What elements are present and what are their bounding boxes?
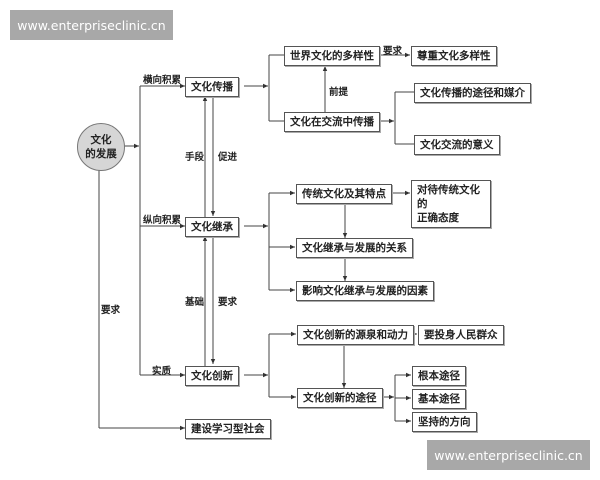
node-cultural-innovation[interactable]: 文化创新: [185, 366, 239, 386]
attitude-line1: 对待传统文化的: [417, 184, 480, 210]
edge-label-horizontal: 横向积累: [143, 75, 182, 86]
node-join-the-people[interactable]: 要投身人民群众: [418, 325, 504, 345]
watermark-bottom: www.enterpriseclinic.cn: [427, 440, 590, 470]
node-cultural-inheritance[interactable]: 文化继承: [185, 217, 239, 237]
watermark-top: www.enterpriseclinic.cn: [10, 10, 173, 40]
edge-label-requirement: 要求: [218, 297, 238, 308]
node-inherit-develop-relation[interactable]: 文化继承与发展的关系: [296, 238, 413, 258]
root-label-line1: 文化: [90, 134, 112, 146]
edge-label-foundation: 基础: [185, 297, 205, 308]
watermark-text: www.enterpriseclinic.cn: [17, 17, 166, 33]
node-innovation-ways[interactable]: 文化创新的途径: [297, 388, 383, 408]
node-spread-in-exchange[interactable]: 文化在交流中传播: [284, 112, 380, 132]
node-basic-way[interactable]: 基本途径: [412, 389, 466, 409]
node-direction[interactable]: 坚持的方向: [412, 412, 477, 432]
attitude-line2: 正确态度: [417, 212, 459, 224]
edge-label-essence: 实质: [152, 366, 172, 377]
node-respect-diversity[interactable]: 尊重文化多样性: [411, 46, 497, 66]
node-innovation-source[interactable]: 文化创新的源泉和动力: [297, 325, 414, 345]
node-traditional-culture[interactable]: 传统文化及其特点: [296, 184, 392, 204]
edge-label-premise: 前提: [329, 87, 349, 98]
node-exchange-meaning[interactable]: 文化交流的意义: [414, 135, 500, 155]
node-world-cultural-diversity[interactable]: 世界文化的多样性: [284, 46, 380, 66]
node-cultural-spread[interactable]: 文化传播: [185, 77, 239, 97]
node-spread-means-media[interactable]: 文化传播的途径和媒介: [414, 83, 531, 103]
edge-label-respect-requirement: 要求: [383, 46, 403, 57]
edge-label-means: 手段: [185, 152, 205, 163]
root-label-line2: 的发展: [85, 148, 117, 160]
node-correct-attitude[interactable]: 对待传统文化的 正确态度: [411, 180, 491, 228]
node-influencing-factors[interactable]: 影响文化继承与发展的因素: [296, 281, 434, 301]
edge-label-requirement-society: 要求: [101, 305, 121, 316]
watermark-text: www.enterpriseclinic.cn: [434, 447, 583, 463]
node-learning-society[interactable]: 建设学习型社会: [185, 419, 271, 439]
root-node-cultural-development[interactable]: 文化 的发展: [77, 123, 125, 171]
edge-label-vertical: 纵向积累: [143, 215, 182, 226]
node-fundamental-way[interactable]: 根本途径: [412, 366, 466, 386]
edge-label-promote: 促进: [218, 152, 238, 163]
